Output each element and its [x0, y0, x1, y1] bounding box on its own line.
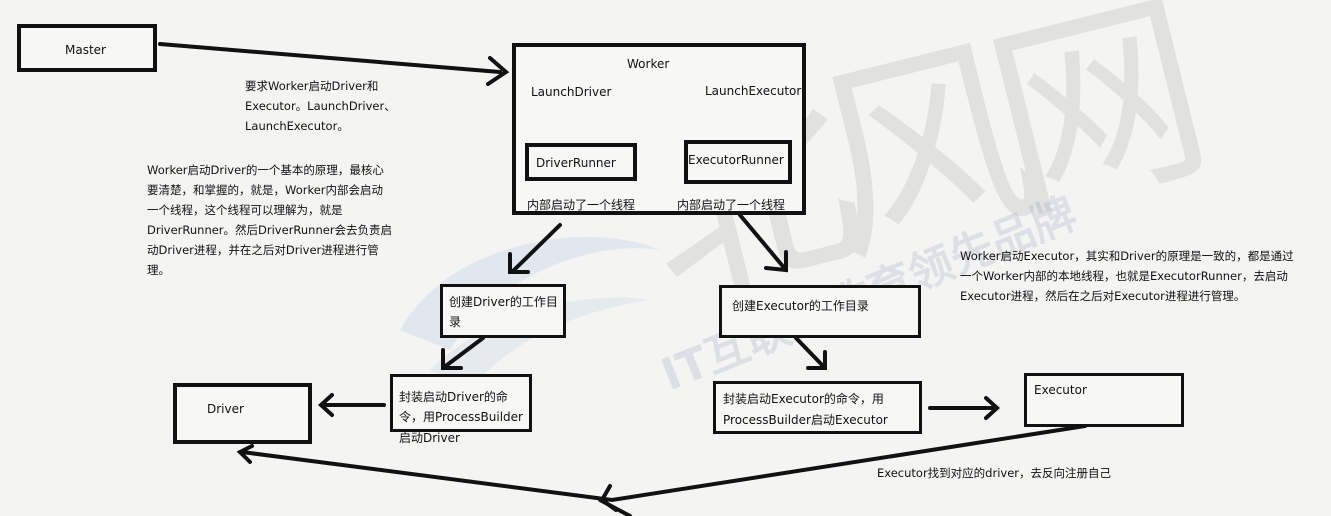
worker-label: Worker	[627, 57, 670, 71]
worker-node: Worker LaunchDriver LaunchExecutor 内部启动了…	[512, 43, 806, 215]
create-executor-dir-node: 创建Executor的工作目录	[719, 285, 921, 338]
launch-driver-label: LaunchDriver	[531, 85, 612, 99]
package-driver-cmd-line3: 启动Driver	[399, 431, 460, 445]
executor-label: Executor	[1034, 383, 1087, 397]
create-executor-dir-label: 创建Executor的工作目录	[732, 299, 869, 313]
master-label: Master	[65, 43, 106, 57]
note-driver-principle-line: 要清楚，和掌握的，就是，Worker内部会启动	[147, 183, 384, 197]
note-driver-principle-line: 一个线程，这个线程可以理解为，就是	[147, 203, 343, 217]
package-executor-cmd-line2: ProcessBuilder启动Executor	[723, 413, 888, 427]
launch-executor-label: LaunchExecutor	[705, 84, 802, 98]
package-driver-cmd-node	[390, 374, 532, 432]
package-executor-cmd-line1: 封装启动Executor的命令，用	[723, 392, 884, 406]
note-master-request-line: Executor。LaunchDriver、	[245, 99, 396, 113]
package-executor-cmd-node: 封装启动Executor的命令，用 ProcessBuilder启动Execut…	[713, 381, 922, 434]
executor-runner-node: ExecutorRunner	[684, 140, 792, 184]
executor-runner-note: 内部启动了一个线程	[677, 198, 786, 212]
arrow-master-to-worker	[158, 42, 502, 74]
note-master-request: 要求Worker启动Driver和 Executor。LaunchDriver、…	[245, 76, 396, 136]
note-driver-principle-line: Worker启动Driver的一个基本的原理，最核心	[147, 163, 384, 177]
note-executor-principle-line: Executor进程，然后在之后对Executor进程进行管理。	[960, 289, 1246, 303]
create-driver-dir-node: 创建Driver的工作目录	[440, 284, 566, 338]
driver-runner-node: DriverRunner	[525, 143, 637, 181]
arrow-driver-dir-to-package	[441, 336, 485, 370]
note-executor-principle-line: Worker启动Executor，其实和Driver的原理是一致的，都是通过	[960, 249, 1294, 263]
note-master-request-line: LaunchExecutor。	[245, 119, 349, 133]
arrow-executor-dir-to-package	[794, 336, 827, 370]
executor-runner-label: ExecutorRunner	[688, 153, 784, 167]
package-driver-cmd-line1: 封装启动Driver的命	[399, 390, 508, 404]
arrow-executor-register-driver	[240, 424, 1087, 503]
note-driver-principle: Worker启动Driver的一个基本的原理，最核心 要清楚，和掌握的，就是，W…	[147, 160, 392, 280]
arrow-worker-to-executor-dir	[738, 213, 788, 272]
package-driver-cmd-line2: 令，用ProcessBuilder	[399, 410, 523, 424]
note-master-request-line: 要求Worker启动Driver和	[245, 79, 379, 93]
note-executor-principle-line: 一个Worker内部的本地线程，也就是ExecutorRunner，去启动	[960, 269, 1288, 283]
driver-node: Driver	[173, 383, 312, 444]
driver-runner-label: DriverRunner	[536, 156, 616, 170]
driver-runner-note: 内部启动了一个线程	[527, 198, 636, 212]
create-driver-dir-label: 创建Driver的工作目录	[449, 295, 558, 329]
note-executor-register: Executor找到对应的driver，去反向注册自己	[877, 466, 1112, 480]
master-node: Master	[17, 24, 157, 72]
executor-node: Executor	[1024, 373, 1184, 427]
note-driver-principle-line: 动Driver进程，并在之后对Driver进程进行管	[147, 243, 379, 257]
note-driver-principle-line: 理。	[147, 263, 170, 277]
driver-label: Driver	[207, 402, 244, 416]
note-executor-principle: Worker启动Executor，其实和Driver的原理是一致的，都是通过 一…	[960, 246, 1294, 306]
arrow-worker-to-driver-dir	[510, 223, 562, 274]
note-driver-principle-line: DriverRunner。然后DriverRunner会去负责启	[147, 223, 393, 237]
